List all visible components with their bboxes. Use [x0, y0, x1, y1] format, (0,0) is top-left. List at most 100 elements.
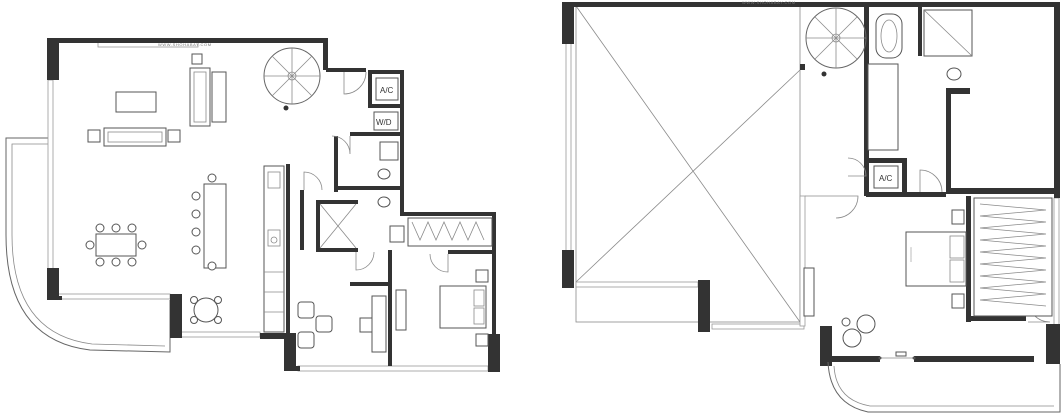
upper-mid-window — [799, 195, 806, 327]
upper-terrace-outline — [827, 361, 1061, 413]
lower-ac-unit: A/C — [375, 77, 399, 101]
lower-shower-diagonal-2 — [319, 203, 357, 249]
lower-bed — [439, 285, 487, 329]
lower-door-swing-5 — [429, 253, 449, 273]
lower-sofa-right — [189, 67, 211, 127]
upper-wall-left-upper — [562, 2, 574, 44]
upper-lounge-chair-1 — [842, 328, 862, 348]
lower-int-wall-bed-left — [388, 250, 392, 366]
lower-int-wall-wd — [368, 104, 404, 108]
lower-desk-chair — [359, 317, 373, 333]
lower-int-wall-bed-top — [448, 250, 496, 254]
lower-dining-table-long — [203, 183, 227, 269]
upper-void-diagonal-1 — [575, 5, 801, 323]
lower-wd-label: W/D — [376, 118, 392, 127]
lower-watermark: WWW.SHOHABAY.COM — [158, 42, 212, 47]
upper-wall-bath-bottom — [946, 88, 951, 192]
lower-round-table — [193, 297, 219, 323]
lower-cabinet — [395, 289, 407, 331]
lower-wall-top — [48, 38, 328, 43]
upper-ac-unit: A/C — [873, 165, 899, 189]
upper-wall-left-lower — [562, 250, 574, 288]
lower-coffee-table — [115, 91, 157, 113]
upper-bottom-window-2 — [711, 323, 805, 330]
lower-balcony-inner-rail — [11, 143, 166, 347]
lower-int-wall-office — [350, 282, 390, 286]
upper-spiral-staircase — [805, 7, 867, 77]
upper-nightstand-1 — [951, 209, 965, 225]
lower-dining-table-left — [95, 233, 137, 257]
lower-int-wall-bath-right — [400, 136, 404, 216]
upper-wall-bottom-pillar-2 — [820, 326, 832, 366]
upper-wall-bottom-pillar-3 — [1046, 324, 1060, 364]
lower-wall-top-right — [323, 38, 328, 70]
lower-side-table-2 — [167, 129, 181, 143]
upper-int-wall-ac-box-left — [864, 158, 869, 196]
lower-int-wall-shower-bottom — [316, 248, 358, 252]
lower-wall-bottom-2 — [260, 333, 290, 339]
upper-watermark: WWW.SHOHABAY.COM — [742, 0, 796, 5]
lower-lounge-chair-1 — [297, 301, 315, 319]
upper-wall-bath-right — [946, 88, 970, 94]
upper-ac-label: A/C — [879, 174, 893, 183]
lower-int-wall-bath-left — [334, 136, 338, 192]
lower-bottom-window-2 — [179, 331, 261, 338]
upper-terrace-step — [895, 351, 907, 357]
lower-wall-left-upper — [47, 38, 59, 80]
upper-wall-top — [566, 2, 1060, 7]
upper-right-window — [1053, 197, 1060, 327]
upper-wall-bottom-right — [914, 356, 1034, 362]
lower-nightstand-2 — [475, 333, 489, 347]
upper-terrace-inner-rail — [833, 365, 1054, 407]
upper-int-wall-ac-box-bottom — [866, 192, 946, 197]
lower-wall-bottom-pillar-3 — [488, 334, 500, 372]
lower-int-wall-bath-mid — [336, 186, 402, 190]
upper-door-swing-2 — [919, 169, 943, 193]
upper-bottom-window-1 — [575, 281, 699, 288]
lower-door-swing-2 — [331, 135, 351, 155]
lower-lounge-chair-2 — [315, 315, 333, 333]
upper-int-wall-closet-left — [966, 196, 971, 322]
upper-nightstand-2 — [951, 293, 965, 309]
upper-int-wall-ac-box-top — [866, 158, 906, 163]
upper-int-wall-stair-left — [800, 64, 805, 70]
lower-balcony-outline — [5, 137, 171, 353]
lower-side-table-3 — [191, 53, 203, 65]
upper-level-plan: WWW.SHOHABAY.COM A/C ═══════ — [562, 0, 1061, 413]
lower-spiral-staircase — [263, 47, 321, 111]
upper-bed — [905, 231, 967, 287]
lower-toilet-1 — [377, 168, 391, 180]
lower-int-wall-shower-left — [316, 200, 320, 252]
upper-media-cabinet — [803, 267, 815, 317]
lower-door-swing-4 — [355, 251, 375, 271]
upper-bath-counter — [867, 63, 899, 151]
upper-left-window — [565, 39, 572, 253]
upper-toilet — [946, 67, 962, 81]
lower-kitchen-counter — [263, 165, 285, 333]
lower-int-wall-ac-top — [368, 70, 404, 74]
lower-bottom-window-1 — [57, 293, 171, 300]
upper-bathtub — [875, 13, 903, 59]
lower-wall-bottom-3 — [296, 366, 300, 371]
lower-vanity-1 — [379, 141, 399, 161]
lower-walk-in-closet — [407, 217, 493, 247]
upper-int-wall-ac-box-right — [902, 158, 907, 196]
upper-wall-right-top — [1054, 2, 1060, 198]
lower-int-wall-wd-bottom — [350, 132, 404, 136]
lower-wall-left-lower — [47, 268, 59, 300]
lower-side-table-1 — [87, 129, 101, 143]
lower-int-wall-ac-right — [400, 70, 404, 136]
upper-wall-bedroom-top — [946, 188, 1058, 194]
upper-void-diagonal-2 — [575, 69, 801, 283]
lower-desk — [371, 295, 387, 353]
lower-wall-right — [492, 212, 496, 336]
upper-int-wall-closet-bottom — [966, 316, 1026, 321]
upper-wall-bottom — [830, 356, 880, 362]
upper-door-swing-1 — [847, 157, 867, 177]
lower-vanity-2 — [389, 225, 405, 243]
lower-int-wall-ac — [368, 70, 372, 106]
lower-bottom-window-3 — [297, 365, 489, 372]
lower-int-wall-shower-top — [316, 200, 358, 204]
